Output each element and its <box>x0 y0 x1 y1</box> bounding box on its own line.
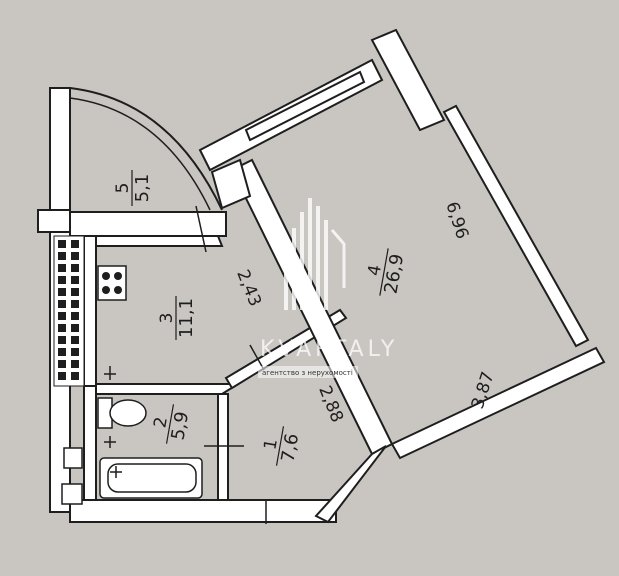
kitchen-tile <box>71 288 79 296</box>
kitchen-tile <box>71 372 79 380</box>
watermark-tag-bg <box>258 366 358 378</box>
kitchen-tile <box>71 240 79 248</box>
wall-room4-bottom <box>390 346 606 460</box>
watermark-logo-icon <box>284 198 346 310</box>
kitchen-tile <box>58 264 66 272</box>
room-3-number: 3 <box>157 313 177 324</box>
stove-burner-icon <box>102 272 110 280</box>
kitchen-tile <box>58 252 66 260</box>
wall-bottom <box>69 499 337 523</box>
wall-kitchen-bath <box>95 383 242 395</box>
stove-burner-icon <box>114 272 122 280</box>
toilet-bowl-icon <box>109 399 147 427</box>
wall-room5-bottom <box>69 211 227 237</box>
kitchen-tile <box>71 264 79 272</box>
wall-room4-top <box>370 28 446 132</box>
wall-top-left-stub <box>37 209 71 233</box>
balcony-rail <box>244 70 366 142</box>
kitchen-tile <box>71 324 79 332</box>
balcony-arc <box>69 87 223 211</box>
room-5-number: 5 <box>113 183 133 194</box>
watermark: KVARTALY агентство з нерухомості <box>258 198 398 378</box>
wall-bath-left <box>83 385 97 509</box>
room-4-number: 4 <box>364 263 386 277</box>
washer-icon <box>61 483 83 505</box>
wall-bath-hall <box>217 393 229 503</box>
sink-icon <box>63 447 83 469</box>
kitchen-tile <box>58 360 66 368</box>
kitchen-tile <box>58 240 66 248</box>
door-marks <box>104 205 267 524</box>
stove-burner-icon <box>114 286 122 294</box>
room-1-number: 1 <box>260 437 282 451</box>
wall-room3-top <box>95 235 224 247</box>
room-2-area: 5,9 <box>168 410 194 442</box>
kitchen-tile <box>71 276 79 284</box>
kitchen-tile <box>71 312 79 320</box>
stove-icon <box>97 265 127 301</box>
kitchen-tile <box>58 288 66 296</box>
room-2-number: 2 <box>150 415 172 429</box>
room-1-area: 7,6 <box>278 432 304 464</box>
bathroom-fixtures <box>61 397 203 505</box>
bathtub-inner <box>107 463 197 493</box>
kitchen-tile <box>58 300 66 308</box>
dimension-d1: 6,96 <box>441 199 472 241</box>
room-4-area: 26,9 <box>381 252 409 295</box>
kitchen-tile <box>71 360 79 368</box>
kitchen-tile <box>58 312 66 320</box>
room-4-label: 4 26,9 <box>364 248 409 296</box>
dimension-d3-value: 2,43 <box>232 267 265 310</box>
wall-door-stub <box>210 158 252 210</box>
balcony-arc-inner <box>69 97 211 211</box>
kitchen-tile <box>71 252 79 260</box>
kitchen-tile <box>58 324 66 332</box>
wall-kitchen-left <box>83 235 97 387</box>
room-2-label: 2 5,9 <box>150 404 194 444</box>
kitchen-tile <box>58 348 66 356</box>
stove-burner-icon <box>102 286 110 294</box>
dimension-d3: 2,43 <box>232 267 265 310</box>
kitchen-tile <box>58 336 66 344</box>
kitchen-tile-pattern <box>58 240 79 380</box>
kitchen-tile <box>71 348 79 356</box>
dimension-d1-value: 6,96 <box>441 199 472 241</box>
kitchen-tile <box>58 276 66 284</box>
wall-room4-right <box>442 104 590 348</box>
kitchen-fixtures <box>53 235 127 387</box>
kitchen-tile <box>58 372 66 380</box>
room-1-label: 1 7,6 <box>260 426 304 466</box>
room-5-label: 5 5,1 <box>113 170 153 206</box>
kitchen-tile <box>71 300 79 308</box>
wall-hall-right <box>314 445 387 524</box>
watermark-brand: KVARTALY <box>260 337 398 362</box>
room-3-label: 3 11,1 <box>157 296 197 340</box>
room-5-area: 5,1 <box>132 174 153 203</box>
kitchen-tile <box>71 336 79 344</box>
room-3-area: 11,1 <box>176 298 197 338</box>
watermark-tagline: агентство з нерухомості <box>262 369 353 377</box>
